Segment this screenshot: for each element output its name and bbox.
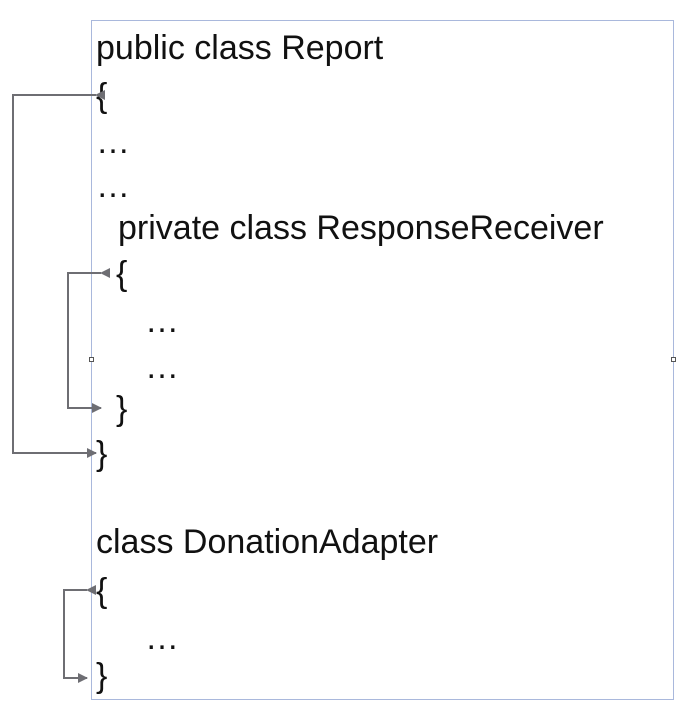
code-line-inner-close-brace: } <box>116 390 128 428</box>
code-line-ellipsis: … <box>145 619 179 657</box>
code-line-adapter-class: class DonationAdapter <box>96 523 439 561</box>
code-line-inner-open-brace: { <box>116 255 128 293</box>
adapter-brace-connector <box>63 585 96 683</box>
code-line-report-class: public class Report <box>96 29 384 67</box>
code-line-ellipsis: … <box>145 302 179 340</box>
code-line-inner-class: private class ResponseReceiver <box>118 209 604 247</box>
code-line-adapter-close-brace: } <box>96 657 108 695</box>
code-line-adapter-open-brace: { <box>96 572 108 610</box>
resize-handle-right[interactable] <box>671 357 676 362</box>
report-brace-connector <box>12 90 105 458</box>
code-line-ellipsis: … <box>145 348 179 386</box>
receiver-brace-connector <box>67 268 110 413</box>
